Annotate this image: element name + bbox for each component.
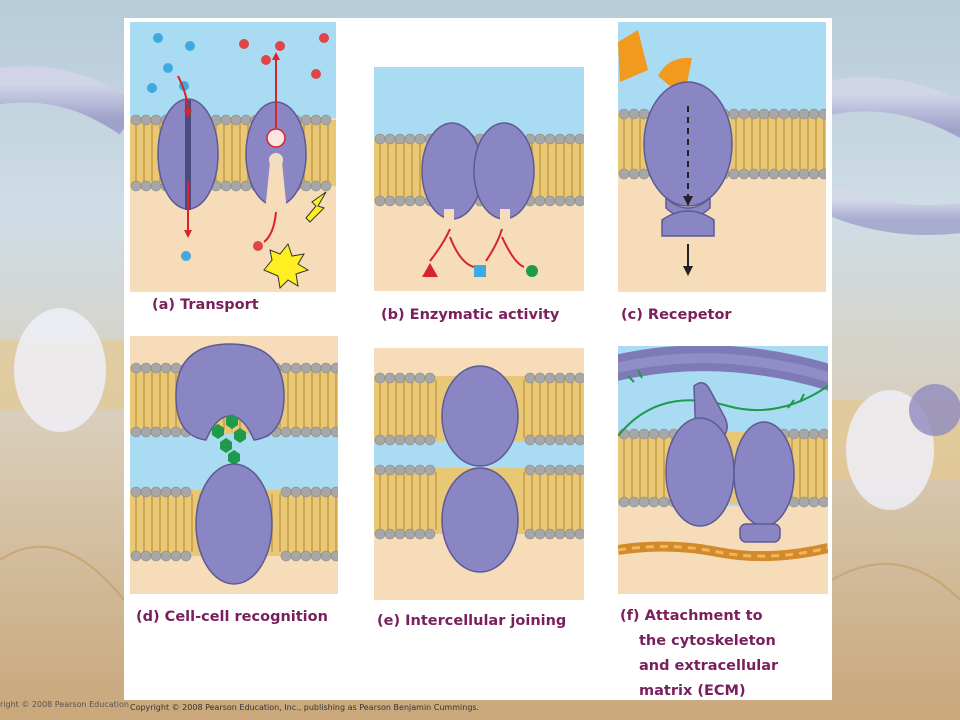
receptor-figure: [618, 22, 826, 292]
copyright-main: Copyright © 2008 Pearson Education, Inc.…: [130, 703, 480, 712]
reaction-arrows: [429, 228, 525, 268]
caption-cell-cell-recognition: (d) Cell-cell recognition: [136, 609, 328, 625]
glycolipid-icon: [212, 414, 246, 465]
caption-cytoskeleton-attachment: (f) Attachment to the cytoskeleton and e…: [620, 604, 778, 704]
ecm-filaments: [618, 369, 828, 437]
caption-line-4: matrix (ECM): [639, 683, 746, 699]
transport-figure: [130, 22, 336, 292]
cytoskeleton-attachment-figure: [618, 346, 828, 594]
caption-intercellular-joining: (e) Intercellular joining: [377, 613, 567, 629]
intermediate-square: [474, 265, 486, 277]
transport-arrows: [177, 58, 277, 243]
linker-protein: [665, 382, 795, 543]
caption-line-3: and extracellular: [639, 658, 779, 674]
pump-protein: [245, 101, 307, 222]
ecm-fiber: [618, 346, 828, 391]
cytoskeleton-filament: [618, 541, 828, 562]
enzymatic-figure: [374, 67, 584, 291]
intercellular-joining-figure: [374, 348, 584, 600]
caption-receptor: (c) Recepetor: [621, 307, 732, 323]
atp-zap-icon: [263, 191, 327, 290]
caption-transport: (a) Transport: [152, 297, 259, 313]
caption-line-2: the cytoskeleton: [639, 633, 776, 649]
junction-protein-bottom: [441, 467, 519, 573]
junction-protein-top: [441, 365, 519, 467]
glycoprotein-bottom: [195, 463, 273, 585]
cell-recognition-figure: [130, 336, 338, 594]
product-circle: [526, 265, 538, 277]
caption-line-1: (f) Attachment to: [620, 608, 763, 624]
copyright-left: right © 2008 Pearson Education: [0, 700, 129, 709]
enzyme-protein: [421, 122, 535, 223]
caption-enzymatic-activity: (b) Enzymatic activity: [381, 307, 560, 323]
recognition-protein-top: [175, 343, 285, 441]
solute-red: [239, 33, 329, 251]
substrate-triangle: [422, 263, 438, 277]
solute-blue: [147, 33, 195, 261]
